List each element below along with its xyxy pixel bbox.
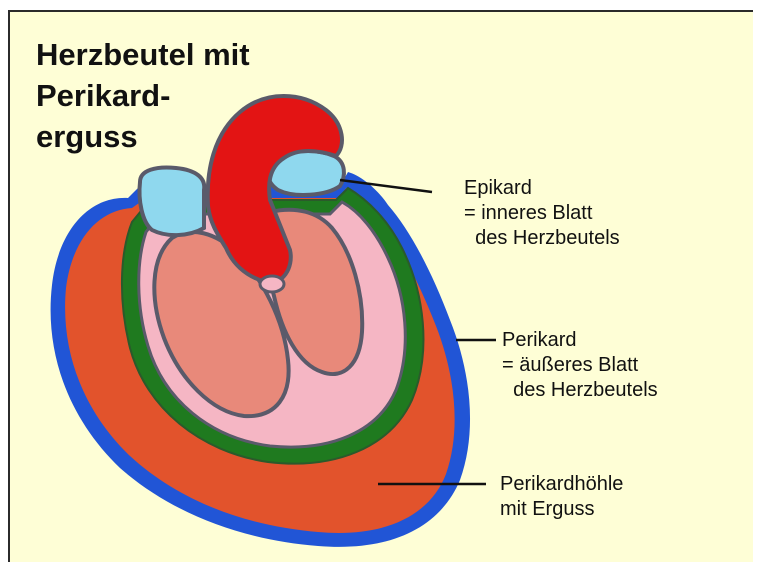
left-atrium [140,168,205,236]
label-perikard-line2: = äußeres Blatt [502,353,658,378]
label-perikard-line3: des Herzbeutels [502,378,658,403]
label-perikard: Perikard = äußeres Blatt des Herzbeutels [502,328,658,403]
label-epikard-line2: = inneres Blatt [464,201,620,226]
label-hoehle-line2: mit Erguss [500,497,623,522]
diagram-title: Herzbeutel mit Perikard- erguss [36,34,250,157]
label-epikard: Epikard = inneres Blatt des Herzbeutels [464,176,620,251]
aortic-valve [260,276,284,292]
label-epikard-line3: des Herzbeutels [464,226,620,251]
label-perikard-line1: Perikard [502,328,658,353]
label-hoehle-line1: Perikardhöhle [500,472,623,497]
label-perikardhoehle: Perikardhöhle mit Erguss [500,472,623,522]
label-epikard-line1: Epikard [464,176,620,201]
